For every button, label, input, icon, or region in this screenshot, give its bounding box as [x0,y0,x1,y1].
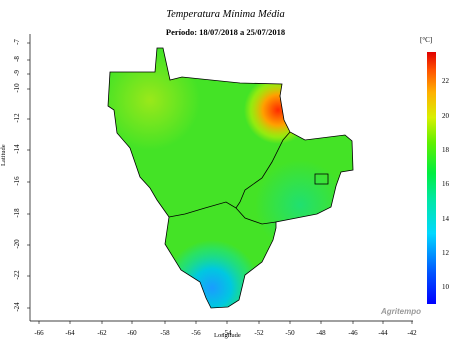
x-tick-label: -58 [160,329,170,337]
state-border-mt-go [239,131,291,203]
x-tick-label: -56 [191,329,201,337]
x-tick-label: -64 [65,329,75,337]
colorbar-tick-label: 10 [442,283,449,291]
map-subtitle: Período: 18/07/2018 a 25/07/2018 [165,27,286,37]
state-border-go-ms [235,207,277,225]
colorbar-tick-label: 22 [442,77,449,85]
x-tick-label: -62 [97,329,107,337]
x-axis-label: Longitude [214,332,241,339]
colorbar-tick-label: 18 [442,146,449,154]
x-tick-label: -50 [285,329,295,337]
x-tick-label: -48 [316,329,326,337]
region-outline [107,47,354,309]
temperature-field [108,48,353,308]
map-title: Temperatura Mínima Média [166,9,285,20]
colorbar-tick-label: 12 [442,249,449,257]
x-tick-label: -66 [34,329,44,337]
colorbar-unit: [°C] [420,36,433,44]
federal-district-outline [314,173,329,185]
plot-frame [27,34,413,324]
colorbar [427,52,436,304]
colorbar-tick-label: 16 [442,180,449,188]
x-tick-label: -54 [222,329,232,337]
x-tick-label: -46 [348,329,358,337]
x-tick-label: -52 [254,329,264,337]
x-tick-label: -44 [378,329,388,337]
x-tick-label: -60 [127,329,137,337]
agritempo-logo: Agritempo [381,307,421,316]
x-tick-label: -42 [407,329,417,337]
colorbar-tick-label: 14 [442,215,449,223]
state-border-mt-ms [168,201,241,218]
colorbar-tick-label: 20 [442,112,449,120]
